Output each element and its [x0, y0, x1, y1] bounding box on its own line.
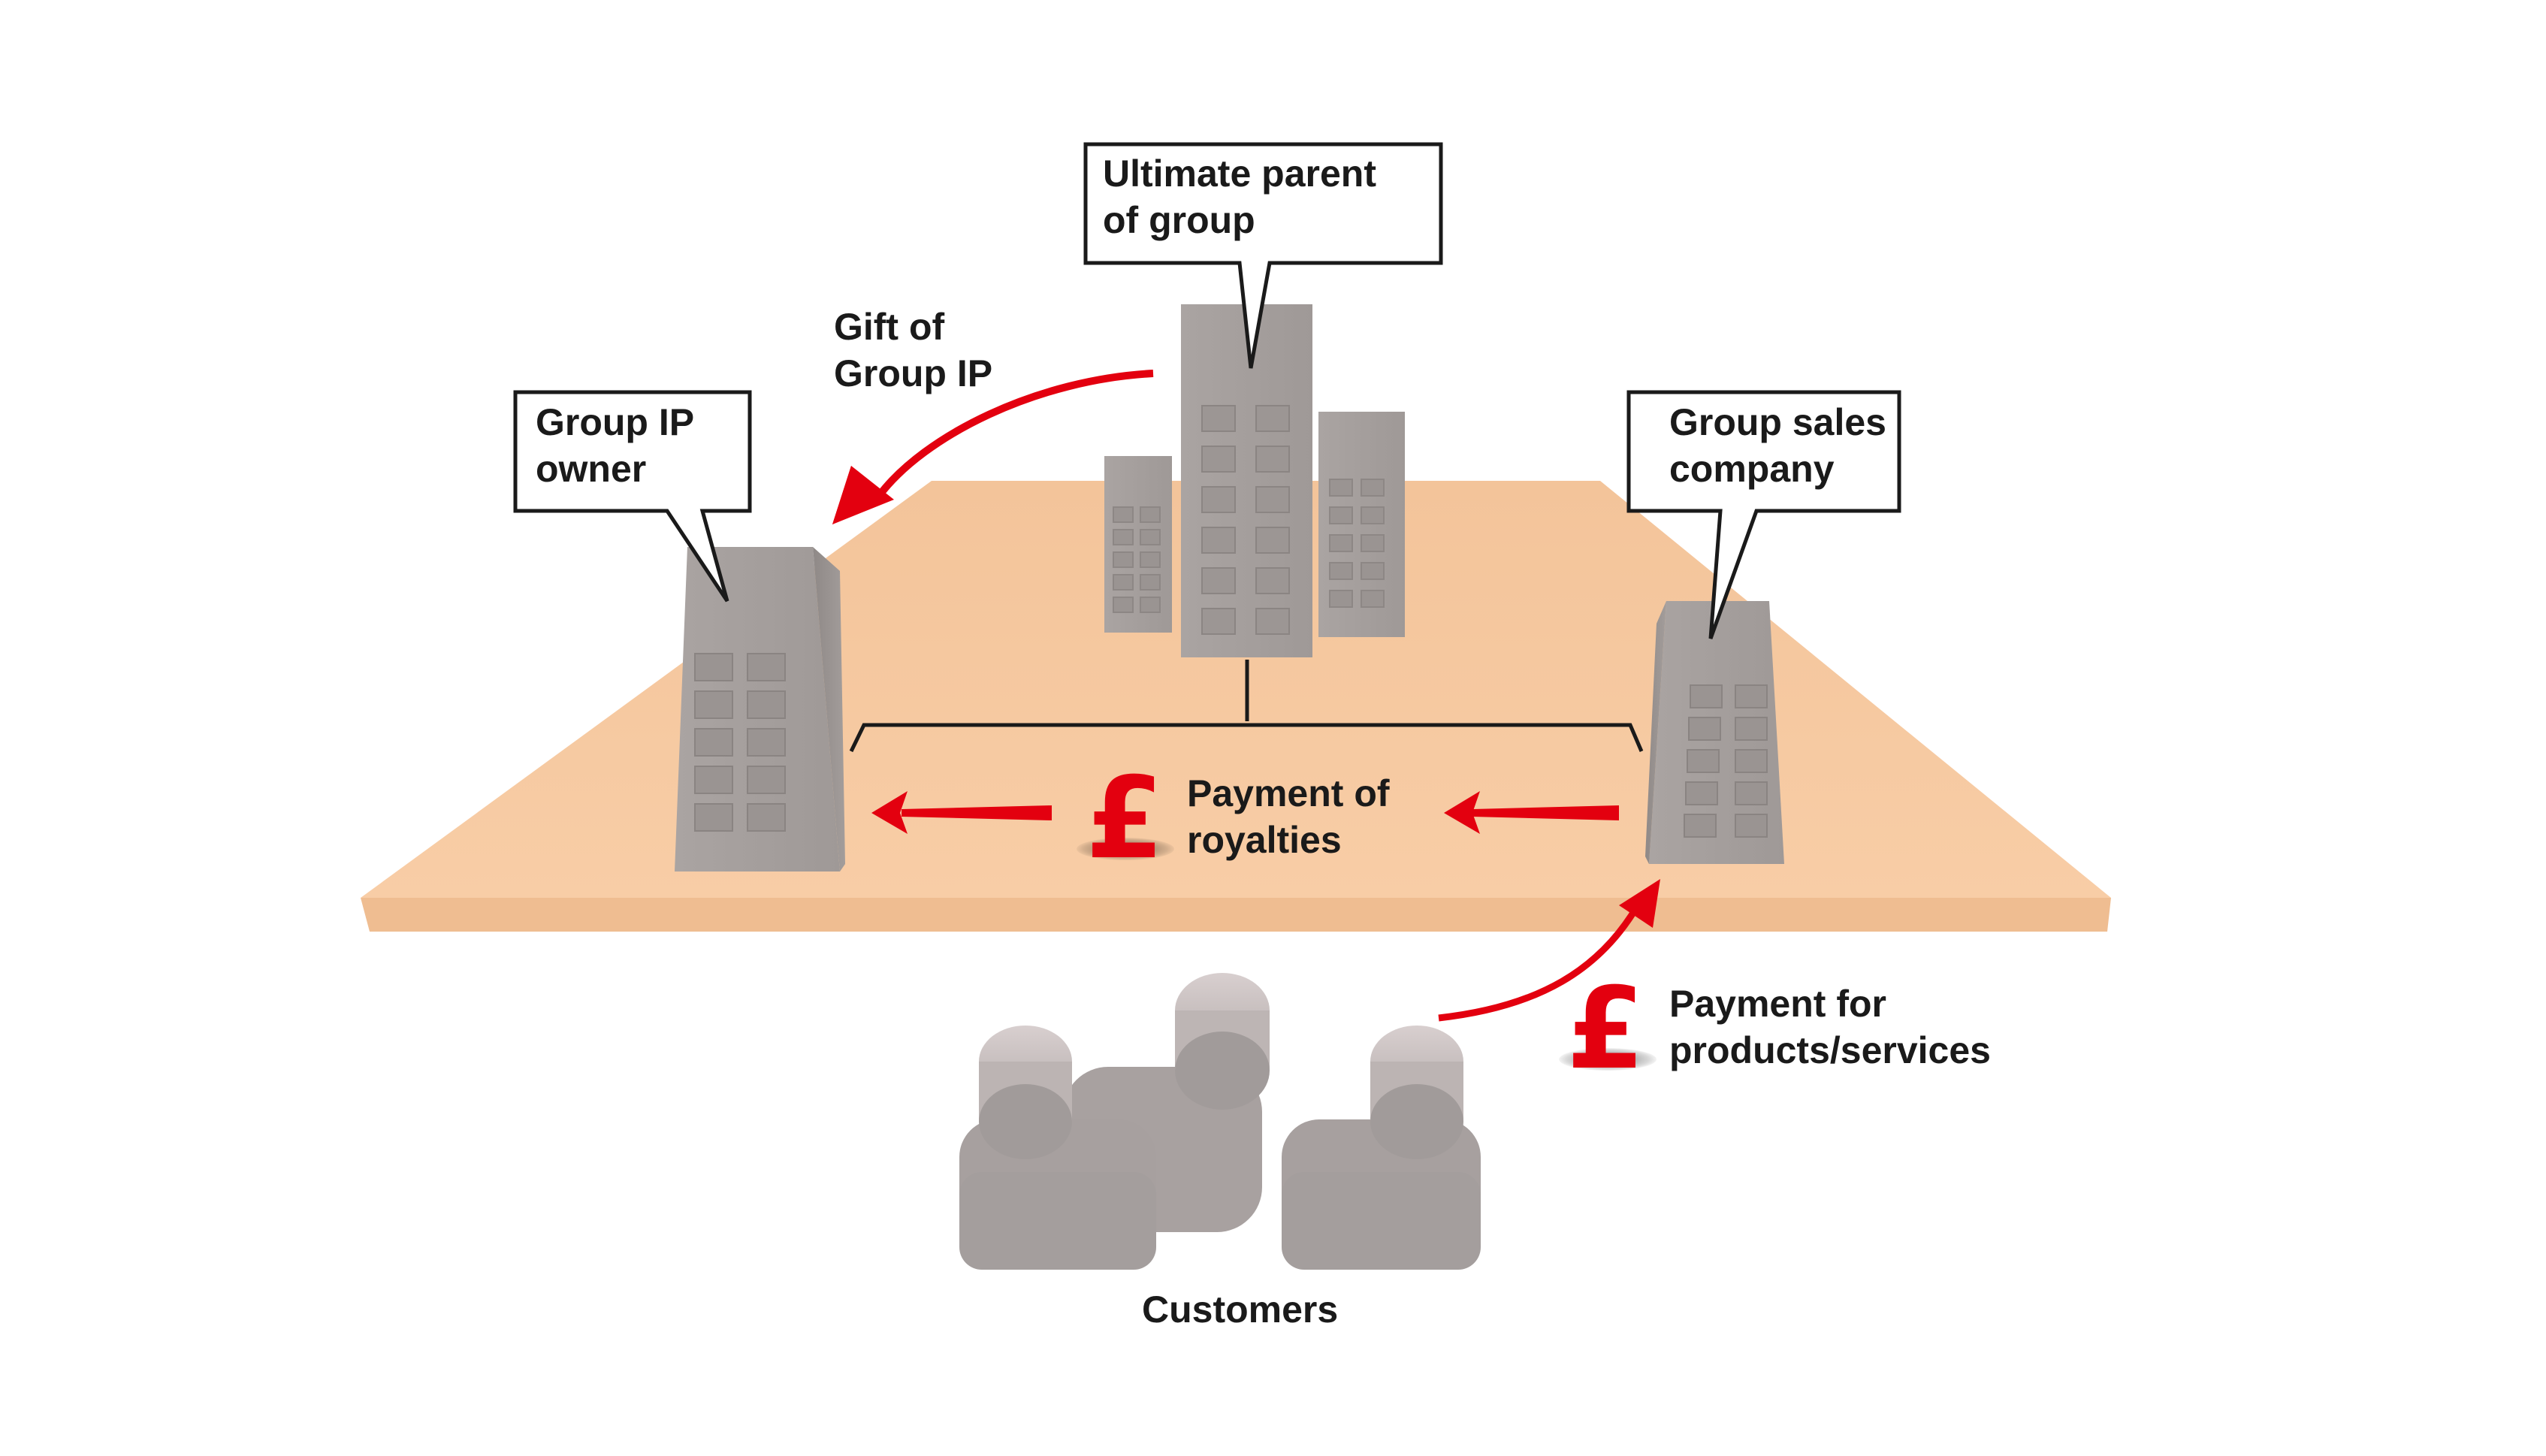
pound-icon-customer-payment: £	[1566, 964, 1645, 1095]
pound-icon-royalties: £	[1086, 754, 1164, 884]
parent-building-small-left	[1104, 456, 1172, 633]
customer-figure-left	[959, 1026, 1156, 1270]
customer-payment-arrow	[1438, 879, 1660, 1022]
customers-figures	[959, 973, 1481, 1270]
callout-parent	[1083, 142, 1443, 369]
gift-flow-label: Gift of Group IP	[834, 306, 993, 394]
customer-figure-right	[1282, 1026, 1481, 1270]
royalty-arrow-left	[871, 791, 1052, 834]
parent-label: Ultimate parent of group	[1103, 153, 1376, 241]
parent-building-right	[1318, 412, 1405, 637]
ip-owner-label: Group IP owner	[536, 401, 695, 490]
pound-shadow	[1077, 838, 1174, 860]
parent-building-main	[1181, 304, 1312, 657]
gift-arrow	[832, 370, 1154, 524]
group-bracket	[849, 660, 1644, 753]
ip-owner-building	[675, 547, 845, 871]
sales-company-building	[1645, 601, 1784, 864]
customers-label: Customers	[1142, 1288, 1339, 1331]
callout-ip-owner	[513, 390, 752, 603]
callout-sales-company	[1626, 390, 1901, 639]
customer-payment-flow-label: Payment for products/services	[1669, 983, 1991, 1071]
royalty-arrow-right	[1444, 791, 1619, 834]
pound-shadow	[1559, 1048, 1657, 1071]
sales-company-label: Group sales company	[1669, 401, 1886, 490]
bracket-bar	[849, 723, 1644, 753]
platform-edge	[361, 898, 2111, 932]
royalties-flow-label: Payment of royalties	[1187, 772, 1390, 861]
